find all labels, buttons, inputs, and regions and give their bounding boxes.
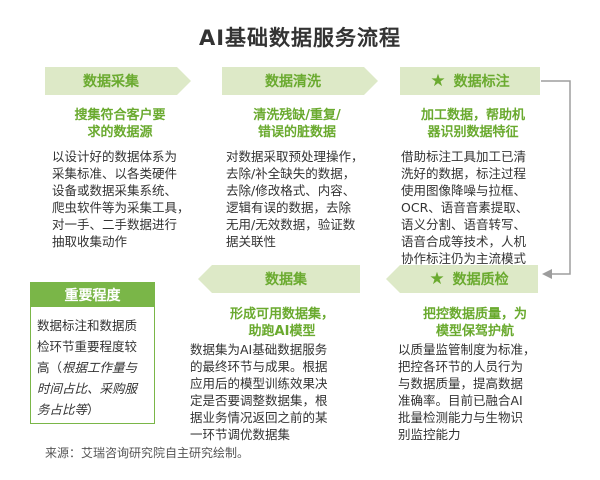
stage-clean-band: 数据清洗 bbox=[222, 67, 378, 95]
stage-collect-name: 数据采集 bbox=[83, 74, 139, 90]
stage-quality-subtitle: 把控数据质量，为 模型保驾护航 bbox=[422, 307, 527, 339]
stage-collect-band: 数据采集 bbox=[45, 67, 191, 95]
stage-clean-name: 数据清洗 bbox=[265, 74, 321, 90]
stage-dataset-name: 数据集 bbox=[265, 272, 307, 288]
star-icon: ★ bbox=[430, 71, 446, 91]
importance-title: 重要程度 bbox=[31, 283, 154, 307]
stage-collect-subtitle: 搜集符合客户要 求的数据源 bbox=[74, 108, 166, 140]
arrow-right-icon bbox=[177, 67, 191, 95]
source-note: 来源：艾瑞咨询研究院自主研究绘制。 bbox=[45, 446, 250, 460]
stage-collect-description: 以设计好的数据体系为 采集标准、以各类硬件 设备或数据采集系统、 爬虫软件等为采… bbox=[52, 149, 190, 249]
page-title: AI基础数据服务流程 bbox=[198, 26, 402, 50]
stage-label-subtitle: 加工数据，帮助机 器识别数据特征 bbox=[420, 108, 525, 140]
importance-box: 重要程度 数据标注和数据质 检环节重要程度较 高（根据工作量与 时间占比、采购服… bbox=[30, 282, 155, 424]
stage-quality-description: 以质量监管制度为标准， 把控各环节的人员行为 与数据质量，提高数据 准确率。目前… bbox=[398, 342, 536, 442]
stage-label-name: 数据标注 bbox=[453, 74, 510, 90]
stage-clean-subtitle: 清洗残缺/重复/ 错误的脏数据 bbox=[253, 108, 341, 140]
stage-clean-description: 对数据采取预处理操作， 去除/补全缺失的数据， 去除/修改格式、内容、 逻辑有误… bbox=[226, 149, 364, 249]
arrow-left-icon bbox=[198, 265, 212, 293]
arrow-left-icon bbox=[386, 265, 400, 293]
stage-dataset-subtitle: 形成可用数据集， 助跑AI模型 bbox=[229, 307, 334, 339]
stage-dataset-band: 数据集 bbox=[198, 265, 360, 293]
stage-label-band: ★ 数据标注 bbox=[400, 67, 540, 95]
arrow-right-icon bbox=[364, 67, 378, 95]
importance-text: 数据标注和数据质 检环节重要程度较 高（根据工作量与 时间占比、采购服 务占比等… bbox=[37, 318, 138, 417]
star-icon: ★ bbox=[429, 269, 445, 289]
connector-arrow-icon bbox=[541, 80, 571, 279]
stage-quality-name: 数据质检 bbox=[452, 272, 509, 288]
stage-label-description: 借助标注工具加工已清 洗好的数据，标注过程 使用图像降噪与拉框、 OCR、语音音… bbox=[401, 149, 529, 266]
stage-dataset-description: 数据集为AI基础数据服务 的最终环节与成果。根据 应用后的模型训练效果决 定是否… bbox=[190, 342, 328, 442]
stage-quality-band: ★ 数据质检 bbox=[386, 265, 538, 293]
